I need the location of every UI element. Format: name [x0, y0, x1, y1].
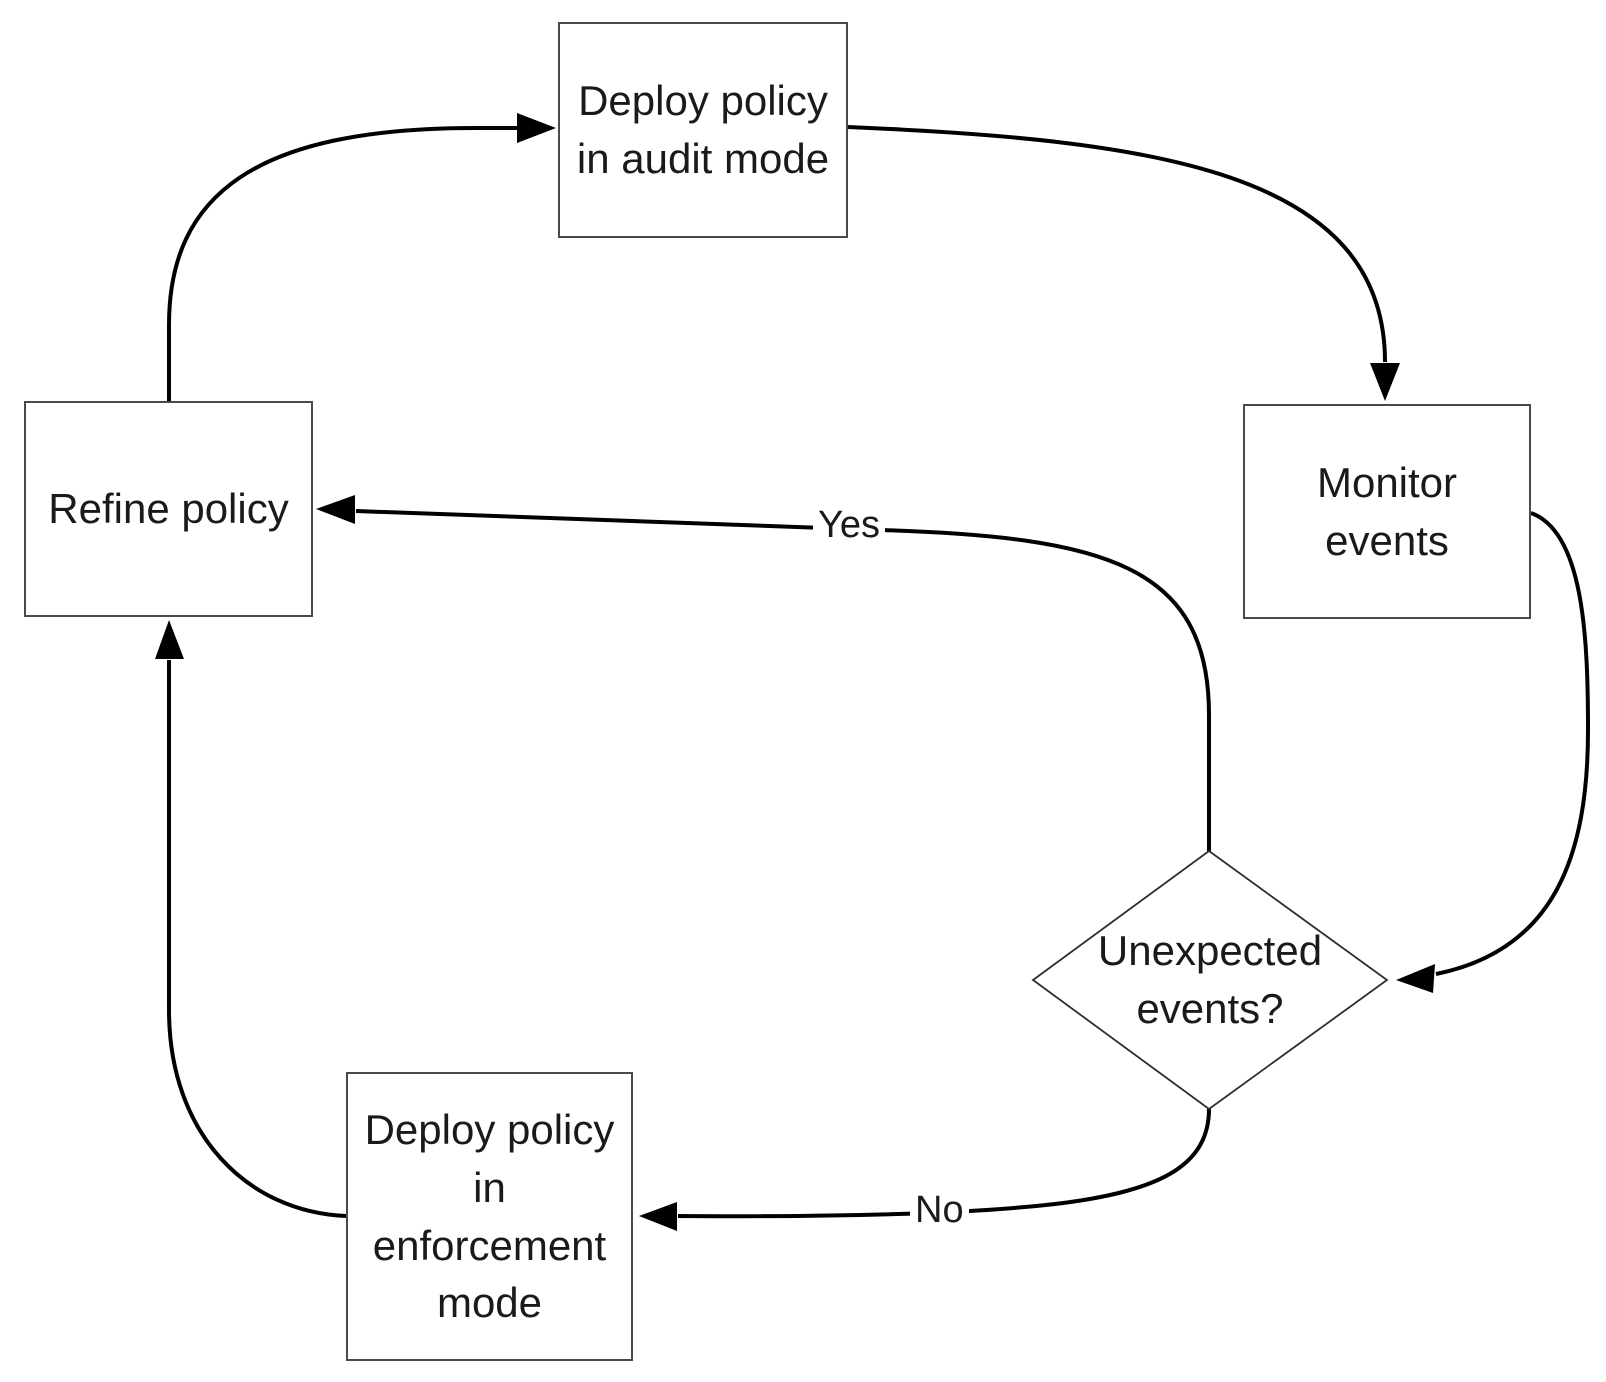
node-unexpected-events: Unexpected events? [1060, 895, 1360, 1065]
edge-refine-to-audit [167, 113, 556, 401]
edge-line [355, 509, 1211, 851]
edge-line [1435, 511, 1591, 976]
arrowhead-right-icon [517, 113, 556, 143]
edge-line [847, 125, 1387, 363]
node-deploy-audit: Deploy policy in audit mode [558, 22, 848, 238]
edge-audit-to-monitor [847, 125, 1400, 401]
arrowhead-up-icon [155, 620, 184, 659]
edge-line [167, 126, 517, 401]
arrowhead-left-icon [316, 495, 355, 524]
edge-decision-to-enforcement [639, 1108, 1211, 1231]
node-monitor-events-label: Monitor events [1316, 458, 1458, 564]
edge-enforcement-to-refine [155, 620, 347, 1218]
arrowhead-left-icon [639, 1202, 677, 1231]
edge-label-yes: Yes [813, 503, 885, 549]
edge-line [167, 660, 347, 1218]
node-refine-policy: Refine policy [24, 401, 313, 617]
node-unexpected-events-label: Unexpected events? [1097, 927, 1323, 1032]
node-decision-shape [1031, 849, 1389, 1111]
arrowhead-down-icon [1370, 363, 1400, 401]
edge-decision-to-refine [316, 495, 1211, 851]
edge-monitor-to-decision [1396, 511, 1591, 993]
edge-label-no: No [910, 1188, 969, 1234]
node-monitor-events: Monitor events [1243, 404, 1531, 619]
arrowhead-left-icon [1396, 964, 1435, 993]
node-refine-policy-label: Refine policy [48, 485, 289, 533]
edge-line [677, 1108, 1211, 1219]
node-deploy-enforcement-label: Deploy policy in enforcement mode [364, 1105, 615, 1327]
node-deploy-enforcement: Deploy policy in enforcement mode [346, 1072, 633, 1361]
node-deploy-audit-label: Deploy policy in audit mode [576, 77, 830, 182]
